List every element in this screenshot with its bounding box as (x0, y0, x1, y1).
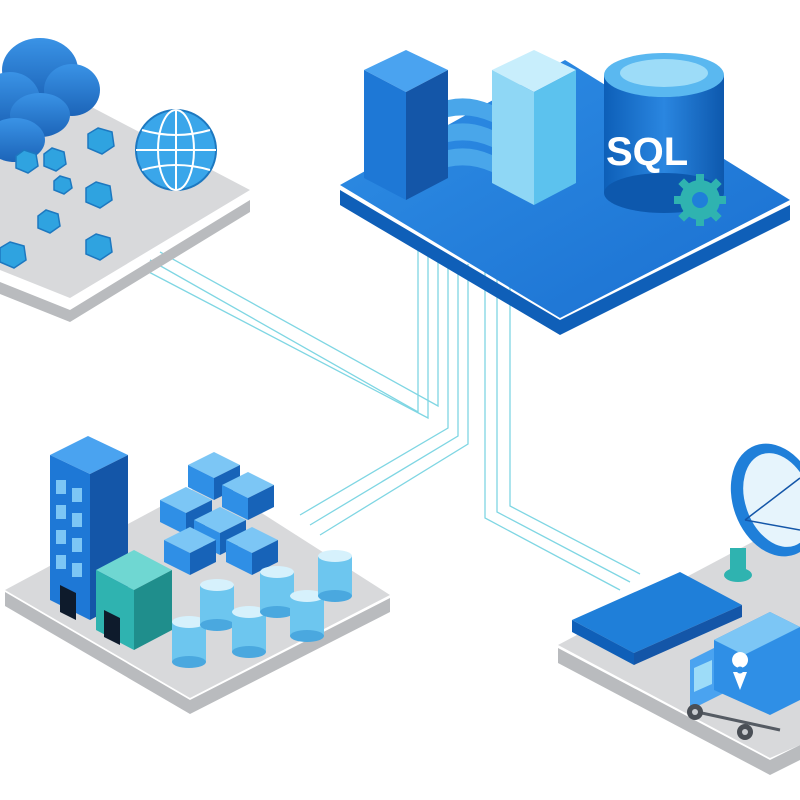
sql-platform: SQL (340, 50, 790, 335)
cloud-platform (0, 38, 250, 322)
connector-cloud-1 (149, 250, 419, 414)
connector-logistics-2 (496, 270, 631, 583)
sql-label: SQL (606, 130, 688, 174)
shop-building-icon (96, 550, 172, 650)
gear-icon (674, 174, 726, 226)
satellite-dish-icon (724, 443, 800, 582)
connector-cloud-2 (144, 250, 429, 420)
storage-cylinders-icon (172, 550, 352, 668)
server-stack-icon (160, 452, 278, 575)
cloud-platform-top (0, 80, 250, 298)
tablet-device-icon (572, 572, 742, 665)
location-pin-icon (732, 652, 749, 690)
connector-cloud-3 (159, 250, 439, 408)
connector-lines (144, 250, 641, 591)
connector-city-3 (319, 264, 469, 536)
cache-block-icon (492, 50, 576, 205)
enterprise-platform (5, 436, 390, 714)
connector-city-2 (309, 262, 459, 526)
connector-city-1 (299, 260, 449, 516)
cloud-icon (0, 38, 100, 162)
logistics-platform-side (558, 648, 800, 775)
connector-logistics-3 (509, 272, 641, 575)
connector-logistics-1 (484, 268, 621, 591)
storage-block-icon (364, 50, 448, 200)
data-node-icons (0, 127, 115, 269)
delivery-truck-icon (687, 612, 800, 740)
enterprise-platform-top (5, 480, 390, 698)
logistics-platform (558, 443, 800, 775)
globe-icon (135, 109, 217, 191)
sql-platform-side (340, 190, 790, 335)
office-building-icon (50, 436, 128, 620)
data-flow-bands (448, 98, 492, 172)
